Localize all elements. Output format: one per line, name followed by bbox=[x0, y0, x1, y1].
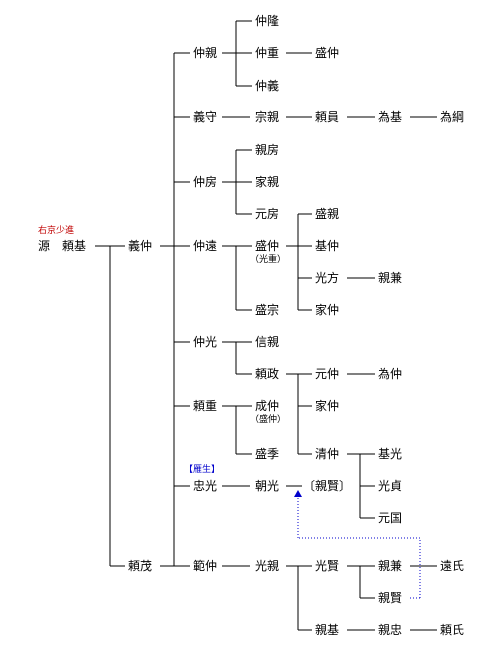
root-title: 右京少進 bbox=[38, 226, 75, 236]
person-morimune: 盛宗 bbox=[255, 303, 280, 317]
person-nakataka: 仲隆 bbox=[255, 14, 280, 28]
person-munechika: 宗親 bbox=[255, 110, 280, 124]
person-yoshinaka: 義仲 bbox=[128, 239, 153, 253]
person-nakashige: 仲重 bbox=[255, 46, 280, 60]
morinaka-alias: （光重） bbox=[250, 255, 287, 265]
person-chikakane2: 親兼 bbox=[378, 559, 403, 573]
person-chikakane: 親兼 bbox=[378, 271, 403, 285]
person-kiyonaka: 清仲 bbox=[315, 447, 340, 461]
arrowhead-icon bbox=[294, 490, 302, 497]
person-motonaka2: 元仲 bbox=[315, 367, 340, 381]
person-nakachika: 仲親 bbox=[193, 46, 218, 60]
person-yorishige2: 頼重 bbox=[193, 399, 218, 413]
person-nakamitsu: 仲光 bbox=[193, 335, 218, 349]
person-morinaka2: 盛仲 bbox=[255, 239, 280, 253]
person-chikakata-bracket: 〔親賢〕 bbox=[303, 479, 352, 493]
person-nobuchika: 信親 bbox=[255, 335, 280, 349]
person-morichika: 盛親 bbox=[315, 207, 340, 221]
person-nakato: 仲遠 bbox=[193, 239, 218, 253]
person-yoshimori: 義守 bbox=[193, 110, 218, 124]
person-tametsuna: 為綱 bbox=[440, 110, 465, 124]
person-morinaka: 盛仲 bbox=[315, 46, 340, 60]
person-tamenaka: 為仲 bbox=[378, 367, 403, 381]
person-chikamoto: 親基 bbox=[315, 623, 340, 637]
person-mitsusada: 光貞 bbox=[378, 479, 403, 493]
person-motofusa: 元房 bbox=[255, 207, 280, 221]
person-yorimasa: 頼政 bbox=[255, 367, 280, 381]
person-root: 源 頼基 bbox=[38, 239, 87, 253]
person-yoriuji: 頼氏 bbox=[440, 623, 465, 637]
person-chikafusa: 親房 bbox=[255, 143, 280, 157]
person-ienaka2: 家仲 bbox=[315, 399, 340, 413]
person-tomomitsu: 朝光 bbox=[255, 479, 280, 493]
person-tamemoto: 為基 bbox=[378, 110, 403, 124]
person-tadamitsu: 忠光 bbox=[193, 479, 218, 493]
person-ienaka: 家仲 bbox=[315, 303, 340, 317]
person-yorikazu: 頼員 bbox=[315, 110, 340, 124]
person-nakayoshi: 仲義 bbox=[255, 79, 280, 93]
person-chikatada: 親忠 bbox=[378, 623, 403, 637]
person-yorishige: 頼茂 bbox=[128, 559, 153, 573]
person-chikakata: 親賢 bbox=[378, 591, 403, 605]
person-iechika: 家親 bbox=[255, 175, 280, 189]
person-motomitsu: 基光 bbox=[378, 447, 403, 461]
tadamitsu-title: 【雁生】 bbox=[184, 465, 221, 475]
person-motokuni: 元国 bbox=[378, 511, 403, 525]
person-narinaka: 成仲 bbox=[255, 399, 280, 413]
narinaka-alias: （盛仲） bbox=[250, 415, 287, 425]
person-mitsukata: 光方 bbox=[315, 271, 340, 285]
person-nakafusa: 仲房 bbox=[193, 175, 218, 189]
person-morisue: 盛季 bbox=[255, 447, 280, 461]
person-mitsuchika: 光親 bbox=[255, 559, 280, 573]
person-mitsukata2: 光賢 bbox=[315, 559, 340, 573]
person-motonaka: 基仲 bbox=[315, 239, 340, 253]
person-tooji: 遠氏 bbox=[440, 559, 465, 573]
person-norinaka: 範仲 bbox=[193, 559, 218, 573]
